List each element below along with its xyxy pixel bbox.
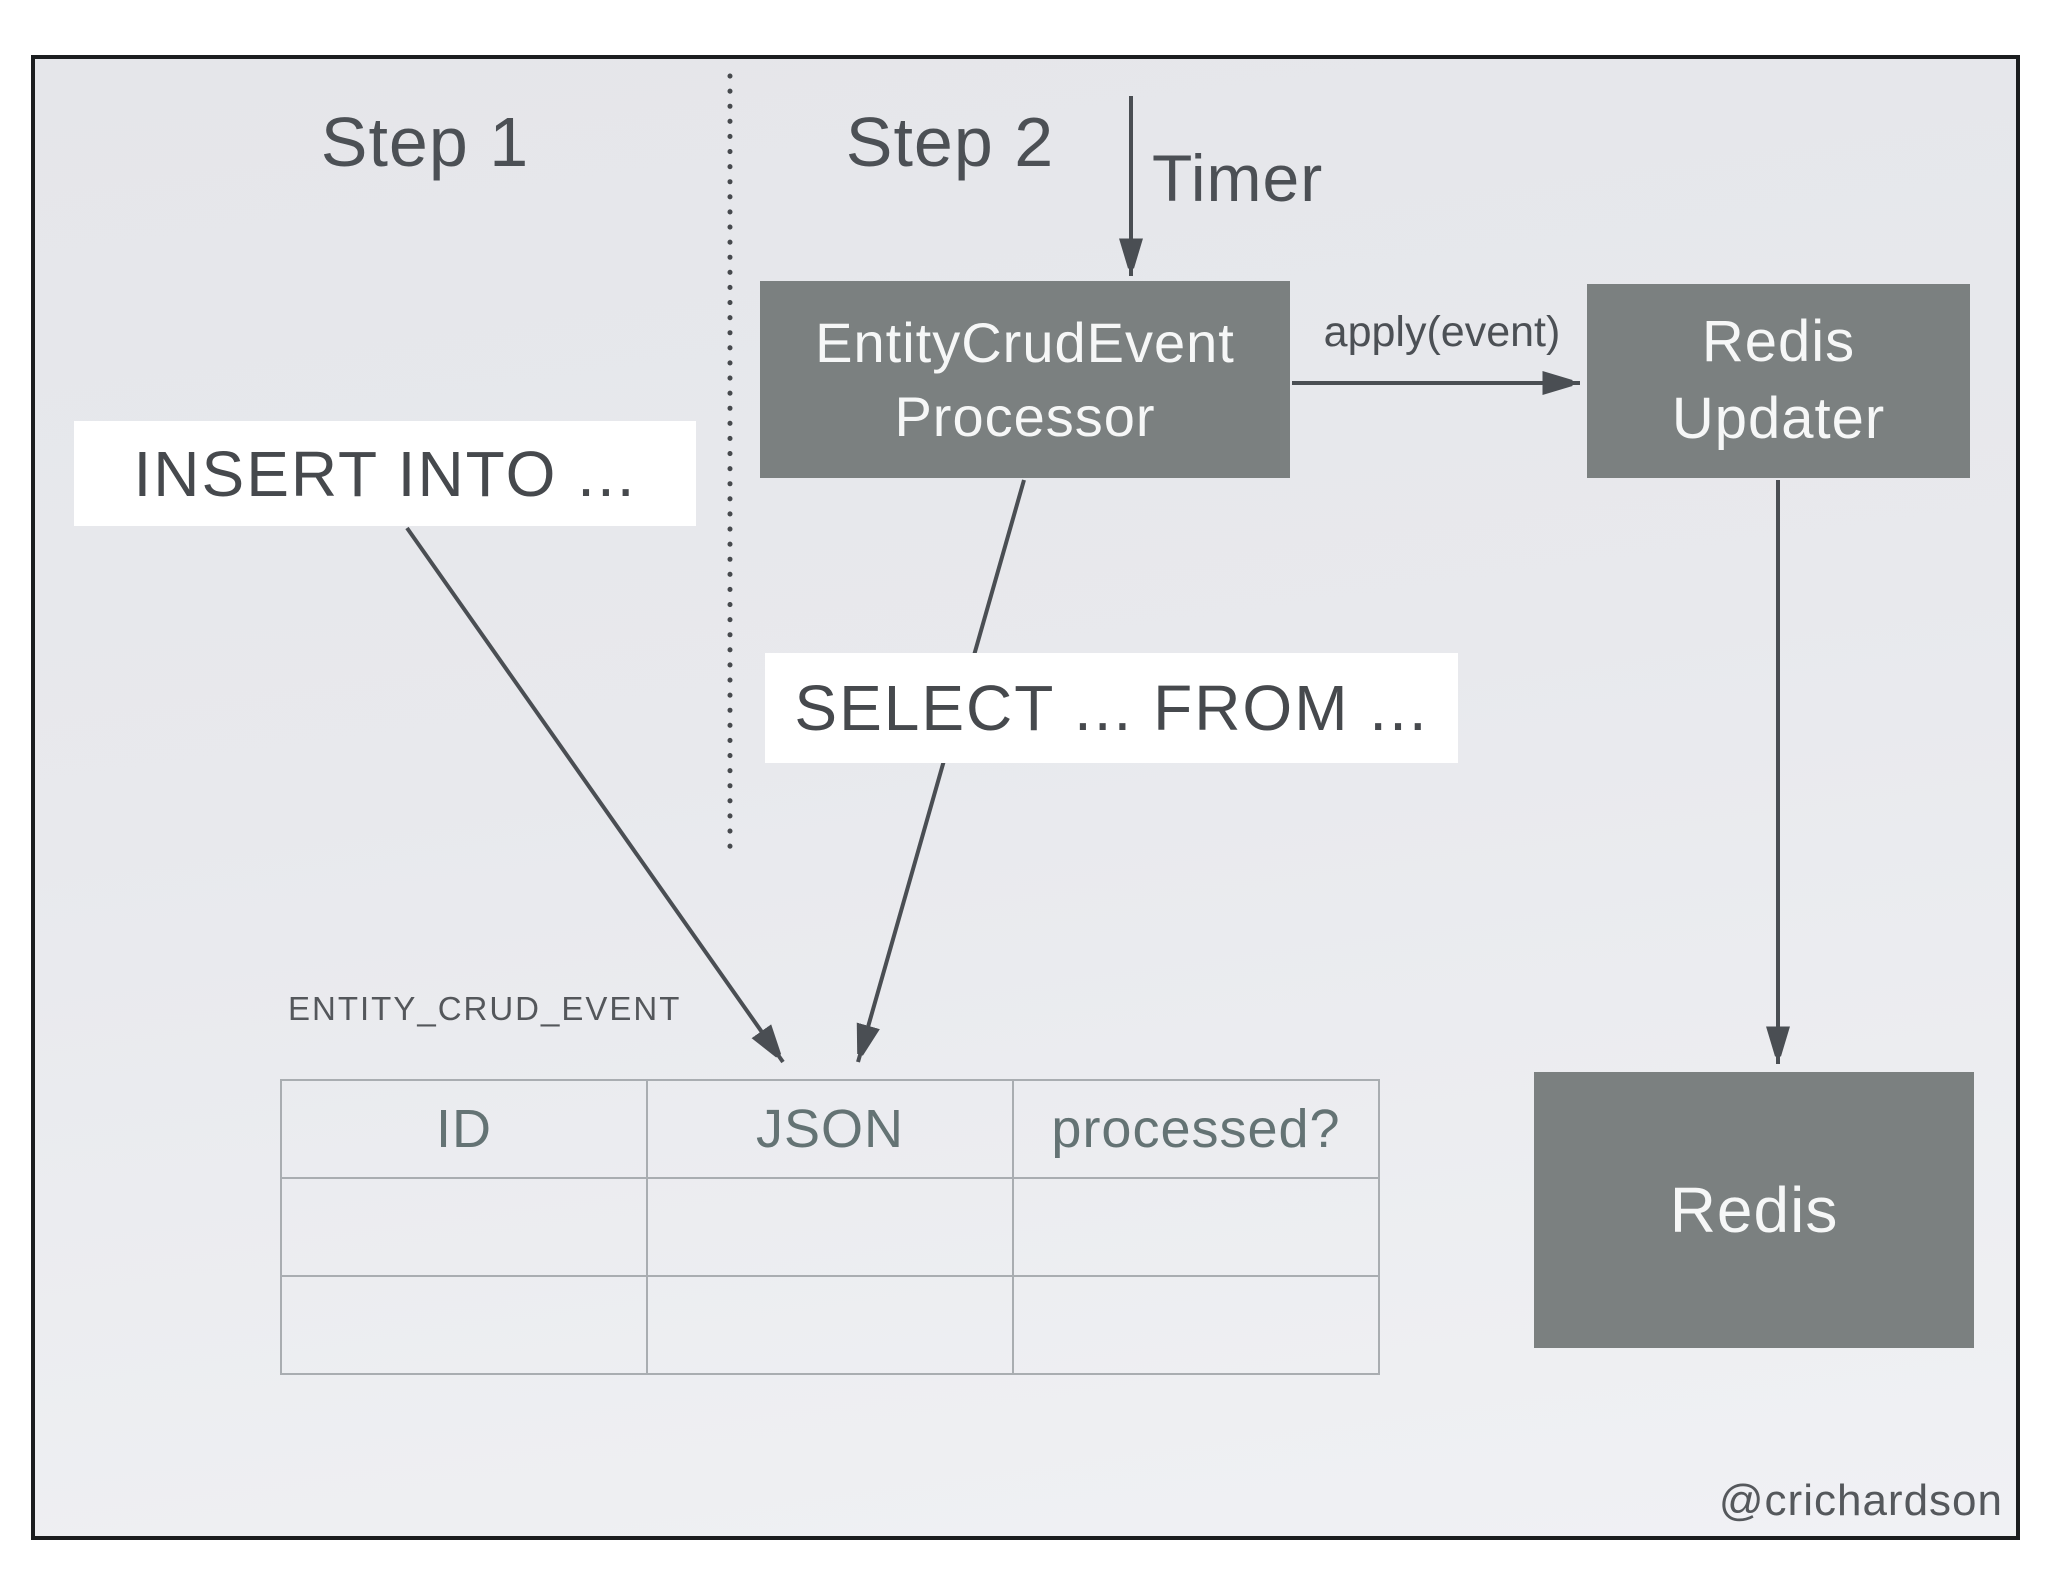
table-cell <box>646 1177 1014 1277</box>
insert-into-label: INSERT INTO ... <box>74 421 696 526</box>
step2-label: Step 2 <box>845 103 1055 181</box>
table-row <box>280 1275 1380 1375</box>
table-cell <box>1012 1275 1380 1375</box>
select-from-label-text: SELECT ... FROM ... <box>794 672 1429 744</box>
watermark-handle: @crichardson <box>1718 1476 2003 1525</box>
table-title: ENTITY_CRUD_EVENT <box>288 990 682 1027</box>
redis-updater-box: Redis Updater <box>1587 284 1970 478</box>
redis-updater-box-line2: Updater <box>1671 386 1886 451</box>
timer-label: Timer <box>1152 141 1324 215</box>
processor-box-line1: EntityCrudEvent <box>815 310 1235 374</box>
table-header-row: ID JSON processed? <box>280 1079 1380 1179</box>
table-row <box>280 1177 1380 1277</box>
redis-box: Redis <box>1534 1072 1974 1348</box>
table-cell <box>1012 1177 1380 1277</box>
table-cell <box>280 1177 648 1277</box>
processor-box-line2: Processor <box>894 384 1156 448</box>
redis-updater-box-line1: Redis <box>1701 309 1856 375</box>
table-header-json: JSON <box>646 1079 1014 1179</box>
redis-box-label: Redis <box>1669 1173 1839 1246</box>
table-cell <box>280 1275 648 1375</box>
select-from-label: SELECT ... FROM ... <box>765 653 1458 763</box>
step1-label: Step 1 <box>320 103 530 181</box>
entity-crud-event-processor-box: EntityCrudEvent Processor <box>760 281 1290 478</box>
apply-event-label: apply(event) <box>1323 308 1561 356</box>
entity-crud-event-table: ID JSON processed? <box>280 1079 1380 1375</box>
table-cell <box>646 1275 1014 1375</box>
table-grid: ID JSON processed? <box>280 1079 1380 1375</box>
insert-into-label-text: INSERT INTO ... <box>133 437 637 510</box>
table-header-id: ID <box>280 1079 648 1179</box>
table-header-processed: processed? <box>1012 1079 1380 1179</box>
